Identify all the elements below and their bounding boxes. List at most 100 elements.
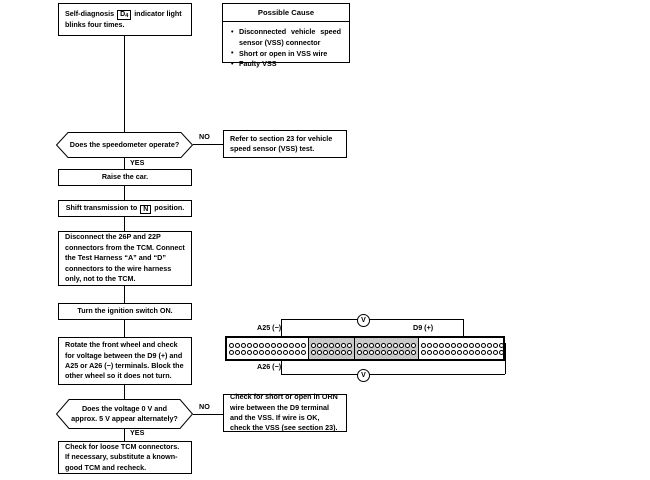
connector-pin — [283, 342, 288, 348]
connector-pin — [463, 342, 468, 348]
decision-speedometer-label: Does the speedometer operate? — [69, 139, 180, 149]
connector-pin — [241, 349, 246, 355]
connector-pin — [247, 349, 252, 355]
connector-line — [124, 158, 125, 169]
raise-car-label: Raise the car. — [101, 172, 149, 182]
decision-voltage-label: Does the voltage 0 V and approx. 5 V app… — [71, 403, 178, 423]
connector-line — [193, 144, 223, 145]
connector-pin — [463, 349, 468, 355]
diamond-shape-icon — [55, 399, 194, 429]
connector-pin — [235, 342, 240, 348]
connector-pin — [289, 342, 294, 348]
connector-line — [124, 186, 125, 200]
list-item: Short or open in VSS wire — [231, 48, 341, 60]
connector-pin — [341, 342, 346, 348]
refer-section23-label: Refer to section 23 for vehicle speed se… — [230, 133, 333, 153]
connector-pin — [363, 349, 368, 355]
connector-pin-row — [229, 342, 306, 348]
connector-pin — [259, 349, 264, 355]
connector-line — [124, 320, 125, 337]
list-item: Faulty VSS — [231, 59, 341, 70]
check-tcm-label: Check for loose TCM connectors. If neces… — [65, 441, 180, 472]
connector-segment — [419, 338, 506, 359]
connector-pin-row — [311, 342, 352, 348]
connector-pin — [439, 342, 444, 348]
meter-top-left-wire — [281, 319, 282, 337]
possible-cause-list: Disconnected vehicle speed sensor (VSS) … — [223, 22, 349, 75]
connector-pin-row — [357, 349, 416, 355]
connector-pin — [457, 349, 462, 355]
connector-pin — [375, 349, 380, 355]
connector-pin — [329, 349, 334, 355]
d4-key-icon: D4 — [117, 10, 132, 20]
connector-pin — [411, 349, 416, 355]
connector-line — [124, 217, 125, 231]
connector-pin — [439, 349, 444, 355]
connector-pin — [457, 342, 462, 348]
connector-pin — [427, 342, 432, 348]
meter-bottom-wire — [281, 374, 505, 375]
connector-pin — [289, 349, 294, 355]
connector-pin — [487, 349, 492, 355]
connector-pin — [265, 349, 270, 355]
possible-cause-box: Possible Cause Disconnected vehicle spee… — [222, 3, 350, 69]
disconnect-connectors-box: Disconnect the 26P and 22P connectors fr… — [58, 231, 192, 286]
connector-pin — [399, 342, 404, 348]
meter-bottom-right-wire — [505, 343, 506, 374]
meter-top-right-wire — [463, 319, 464, 337]
connector-pin — [271, 349, 276, 355]
connector-pin — [301, 342, 306, 348]
connector-pin — [411, 342, 416, 348]
connector-pin — [421, 349, 426, 355]
connector-pin — [347, 349, 352, 355]
connector-pin — [295, 349, 300, 355]
connector-pin — [405, 349, 410, 355]
connector-pin — [393, 349, 398, 355]
connector-segment — [355, 338, 419, 359]
shift-suffix: position. — [154, 203, 185, 213]
connector-pin — [381, 349, 386, 355]
voltmeter-bottom-icon: V — [357, 369, 370, 382]
connector-segment — [309, 338, 355, 359]
label-a26: A26 (−) — [257, 362, 282, 371]
connector-pin — [311, 342, 316, 348]
start-box: Self-diagnosis D4 indicator light blinks… — [58, 3, 192, 36]
connector-pin-row — [357, 342, 416, 348]
disconnect-connectors-label: Disconnect the 26P and 22P connectors fr… — [65, 232, 185, 284]
connector-pin — [481, 349, 486, 355]
connector-pin — [229, 342, 234, 348]
connector-pin — [235, 349, 240, 355]
connector-pin — [493, 349, 498, 355]
connector-pin — [311, 349, 316, 355]
connector-pin — [271, 342, 276, 348]
connector-pin — [445, 349, 450, 355]
check-orn-wire-label: Check for short or open in ORN wire betw… — [230, 392, 338, 433]
voltmeter-top-icon: V — [357, 314, 370, 327]
connector-pin — [253, 349, 258, 355]
connector-pin — [323, 342, 328, 348]
connector-pin — [247, 342, 252, 348]
meter-bottom-left-wire — [281, 361, 282, 375]
connector-pin — [369, 349, 374, 355]
connector-pin — [347, 342, 352, 348]
yes-label-voltage: YES — [130, 428, 145, 437]
connector-pin — [481, 342, 486, 348]
connector-pin — [427, 349, 432, 355]
label-a25: A25 (−) — [257, 323, 282, 332]
decision-speedometer: Does the speedometer operate? — [55, 132, 194, 158]
check-tcm-box: Check for loose TCM connectors. If neces… — [58, 441, 192, 474]
connector-line — [193, 414, 223, 415]
connector-pin — [335, 342, 340, 348]
connector-pin — [295, 342, 300, 348]
n-key-icon: N — [140, 204, 152, 214]
connector-pin-row — [421, 349, 504, 355]
connector-pin — [499, 349, 504, 355]
start-label-suffix: indicator light blinks four times. — [65, 8, 182, 29]
connector-pin — [277, 349, 282, 355]
connector-pin — [369, 342, 374, 348]
connector-pin — [265, 342, 270, 348]
connector-pin-row — [421, 342, 504, 348]
connector-line — [124, 36, 125, 132]
diamond-shape-icon — [55, 132, 194, 158]
connector-pin — [421, 342, 426, 348]
